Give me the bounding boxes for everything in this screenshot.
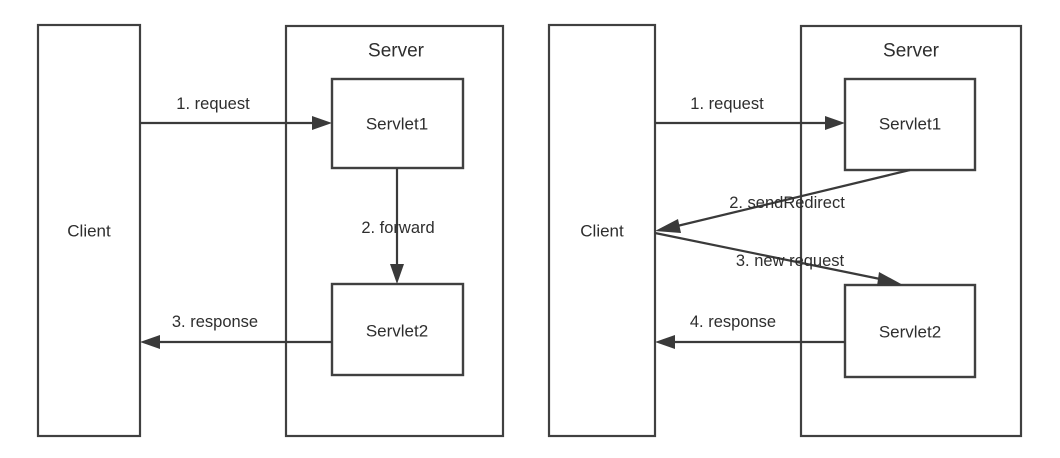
right-arrow-newrequest-line (654, 231, 886, 282)
right-edge-label-response: 4. response (689, 312, 777, 331)
right-arrow-sendredirect-line (672, 168, 911, 229)
right-edge-label-sendredirect: 2. sendRedirect (729, 193, 845, 212)
left-client-label: Client (67, 221, 111, 241)
left-edge-label-response: 3. response (171, 312, 259, 331)
left-servlet2-box (330, 282, 465, 377)
right-arrow-sendredirect-head (655, 219, 681, 233)
left-edge-label-forward: 2. forward (361, 218, 435, 237)
right-arrow-response-head (655, 335, 675, 349)
right-arrow-newrequest-head (877, 272, 903, 286)
left-client-box (36, 23, 142, 438)
left-edge-label-request: 1. request (176, 94, 250, 113)
left-server-label: Server (368, 40, 424, 62)
left-arrow-request-head (312, 116, 332, 130)
right-servlet2-box (843, 283, 977, 379)
right-client-box (547, 23, 657, 438)
left-servlet2-label: Servlet2 (365, 321, 429, 341)
right-edge-label-newrequest: 3. new request (735, 251, 845, 270)
right-servlet1-label: Servlet1 (878, 114, 942, 134)
left-servlet1-label: Servlet1 (365, 114, 429, 134)
right-edge-label-request: 1. request (690, 94, 764, 113)
right-servlet1-box (843, 77, 977, 172)
right-client-label: Client (580, 221, 624, 241)
left-arrow-response-head (140, 335, 160, 349)
right-arrow-request-head (825, 116, 845, 130)
right-server-label: Server (883, 40, 939, 62)
right-servlet2-label: Servlet2 (878, 322, 942, 342)
left-arrow-forward-head (390, 264, 404, 284)
